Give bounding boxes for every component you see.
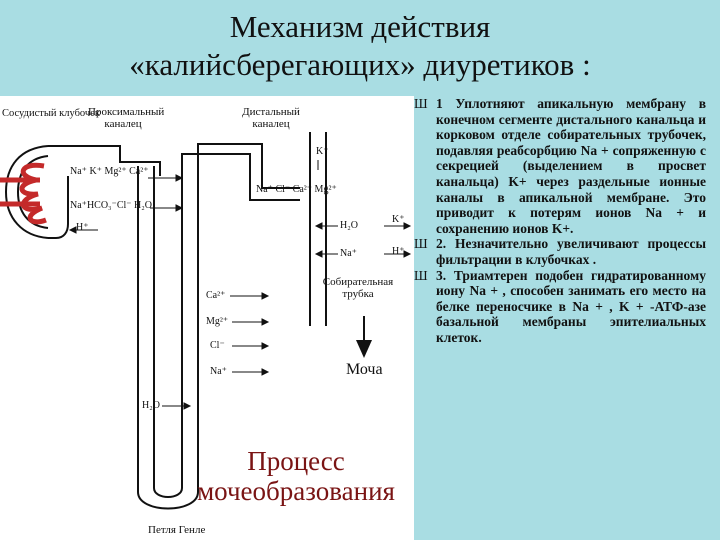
- ion-h2o-loop: H₂O: [142, 400, 160, 411]
- process-caption: Процесс мочеобразования: [197, 446, 395, 506]
- ion-k-collect: K⁺: [392, 214, 405, 225]
- label-proximal: Проксимальный каналец: [88, 106, 165, 130]
- bullet-item: Ш 3. Триамтерен подобен гидратированному…: [414, 268, 706, 346]
- label-glomerulus: Сосудистый клубочек: [2, 108, 100, 119]
- ion-distal-row: Na⁺ Cl⁻ Ca²⁺ Mg²⁺: [256, 184, 337, 195]
- label-urine: Моча: [346, 361, 383, 378]
- bullet-text: 1 Уплотняют апикальную мембрану в конечн…: [436, 96, 706, 236]
- ion-prox-row1: Na⁺ K⁺ Mg²⁺ Ca²⁺: [70, 166, 149, 177]
- bullet-marker: Ш: [414, 96, 428, 111]
- ion-na-loop: Na⁺: [210, 366, 227, 377]
- ion-na-collect: Na⁺: [340, 248, 357, 259]
- glomerulus-capillary-icon: [19, 162, 47, 225]
- transport-arrows-icon: [68, 160, 412, 410]
- bullet-marker: Ш: [414, 236, 428, 252]
- bullet-text: 3. Триамтерен подобен гидратированному и…: [436, 267, 706, 345]
- bullet-marker: Ш: [414, 267, 428, 283]
- ion-k-top: K⁺: [316, 146, 329, 157]
- distal-tubule-icon: [181, 143, 300, 201]
- loop-of-henle-icon: [137, 156, 199, 510]
- collecting-duct-icon: [309, 132, 327, 326]
- bullet-list: Ш 1 Уплотняют апикальную мембрану в коне…: [414, 96, 706, 346]
- urine-arrow-icon: [356, 316, 372, 358]
- label-distal: Дистальный каналец: [242, 106, 300, 130]
- bullet-text: 2. Незначительно увеличивают процессы фи…: [436, 236, 706, 267]
- label-collecting-duct: Собирательная трубка: [322, 276, 394, 300]
- label-loop-of-henle: Петля Генле: [148, 524, 206, 536]
- ion-h-collect: H⁺: [392, 246, 405, 257]
- title-line-2: «калийсберегающих» диуретиков :: [129, 47, 591, 82]
- nephron-diagram: Сосудистый клубочек Проксимальный канале…: [0, 96, 414, 540]
- ion-prox-h: H⁺: [76, 222, 89, 233]
- nephron-drawing: [0, 132, 412, 510]
- ion-mg-loop: Mg²⁺: [206, 316, 229, 327]
- ion-cl-loop: Cl⁻: [210, 340, 225, 351]
- ion-h2o-collect: H₂O: [340, 220, 358, 231]
- ion-prox-row2: Na⁺HCO₃⁻Cl⁻ H₂O: [70, 200, 152, 211]
- slide-title: Механизм действия «калийсберегающих» диу…: [0, 8, 720, 84]
- bullet-item: Ш 2. Незначительно увеличивают процессы …: [414, 236, 706, 267]
- ion-ca-loop: Ca²⁺: [206, 290, 226, 301]
- title-line-1: Механизм действия: [229, 9, 491, 44]
- proximal-tubule-icon: [48, 145, 161, 239]
- bullet-item: Ш 1 Уплотняют апикальную мембрану в коне…: [414, 96, 706, 236]
